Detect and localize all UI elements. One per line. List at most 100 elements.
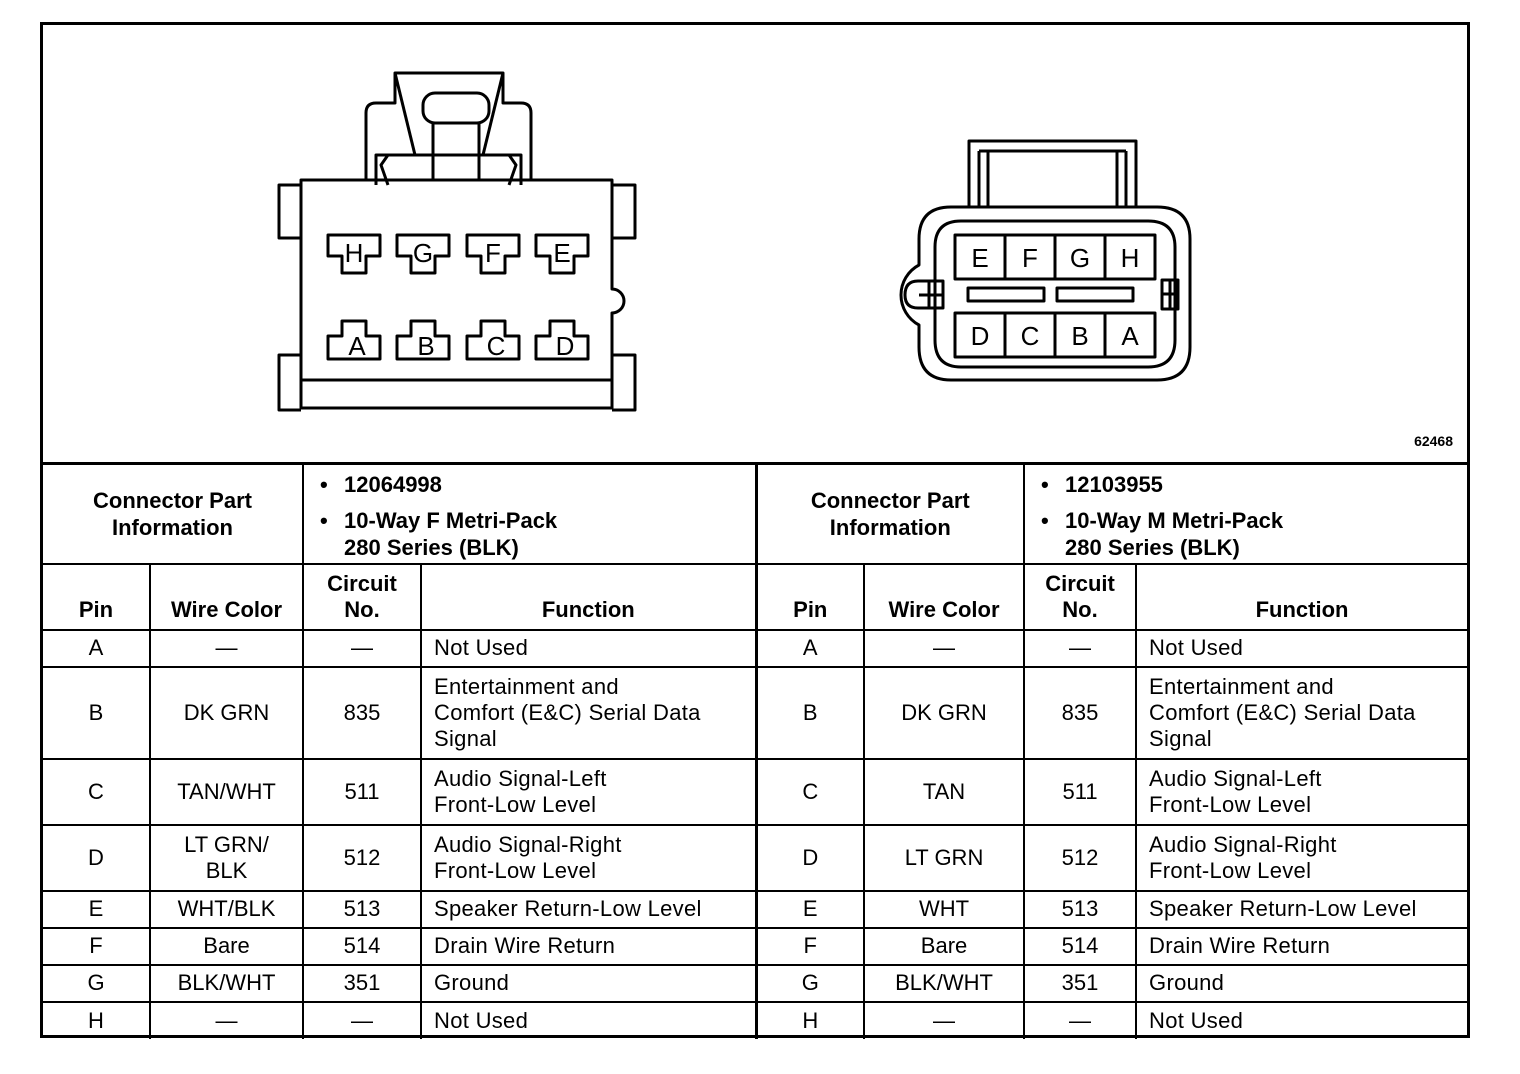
left-pin-cell: F	[43, 926, 151, 966]
left-circuit-cell: 835	[302, 665, 423, 760]
right-connector-left-key	[903, 279, 945, 310]
left-tab-top-left	[277, 183, 301, 240]
right-connector-outer-shell	[899, 205, 1192, 382]
left-function-cell: Speaker Return-Low Level	[420, 889, 758, 929]
left-header-circuit: Circuit No.	[302, 562, 423, 631]
right-wire-color-cell: TAN	[863, 757, 1026, 826]
right-function-cell: Drain Wire Return	[1135, 926, 1468, 966]
left-circuit-cell: —	[302, 1000, 423, 1039]
right-wire-color-cell: WHT	[863, 889, 1026, 929]
left-header-wire-color: Wire Color	[148, 562, 305, 631]
left-circuit-cell: —	[302, 628, 423, 668]
right-pin-cell: B	[755, 665, 866, 760]
right-pin-cell: E	[755, 889, 866, 929]
right-circuit-cell: 835	[1023, 665, 1138, 760]
left-pin-cell: B	[43, 665, 151, 760]
right-circuit-cell: 513	[1023, 889, 1138, 929]
left-pin-cavity	[395, 319, 451, 361]
right-connector-inner-shell	[933, 219, 1177, 369]
right-wire-color-cell: BLK/WHT	[863, 963, 1026, 1003]
left-tab-top-right	[612, 183, 637, 240]
right-function-cell: Speaker Return-Low Level	[1135, 889, 1468, 929]
left-pin-cavity	[326, 319, 382, 361]
right-part-info-label: Connector Part Information	[755, 462, 1026, 565]
left-circuit-cell: 513	[302, 889, 423, 929]
left-pin-label: F	[485, 238, 501, 268]
left-wire-color-cell: WHT/BLK	[148, 889, 305, 929]
left-pin-label: G	[413, 238, 433, 268]
left-pin-cavity	[395, 233, 451, 275]
left-pin-label: C	[487, 331, 506, 361]
figure-number: 62468	[1414, 433, 1453, 449]
left-wire-color-cell: Bare	[148, 926, 305, 966]
left-wire-color-cell: —	[148, 628, 305, 668]
left-pin-label: D	[556, 331, 575, 361]
right-pin-cell: F	[755, 926, 866, 966]
right-header-function: Function	[1135, 562, 1468, 631]
right-pin-cell	[1103, 311, 1157, 359]
left-pin-cell: D	[43, 823, 151, 892]
left-connector-latch	[364, 71, 533, 186]
right-wire-color-cell: —	[863, 1000, 1026, 1039]
left-pin-cavity	[534, 319, 590, 361]
right-wire-color-cell: LT GRN	[863, 823, 1026, 892]
right-connector-right-key	[1160, 278, 1180, 311]
left-tab-bottom-right	[612, 353, 637, 412]
right-slot-right	[1055, 286, 1135, 303]
left-pin-cell: E	[43, 889, 151, 929]
left-pin-label: B	[417, 331, 434, 361]
left-circuit-cell: 511	[302, 757, 423, 826]
right-circuit-cell: 511	[1023, 757, 1138, 826]
right-function-cell: Not Used	[1135, 1000, 1468, 1039]
left-pin-cell: A	[43, 628, 151, 668]
left-wire-color-cell: BLK/WHT	[148, 963, 305, 1003]
right-circuit-cell: —	[1023, 628, 1138, 668]
right-pin-cell: D	[755, 823, 866, 892]
left-function-cell: Drain Wire Return	[420, 926, 758, 966]
right-pin-cell	[1103, 233, 1157, 281]
left-pin-label: E	[553, 238, 570, 268]
left-wire-color-cell: —	[148, 1000, 305, 1039]
left-pin-cell: C	[43, 757, 151, 826]
right-wire-color-cell: —	[863, 628, 1026, 668]
right-pin-label: B	[1071, 321, 1088, 351]
left-pin-cavity	[326, 233, 382, 275]
right-pin-label: F	[1022, 243, 1038, 273]
pinout-table: Connector Part Information 12064998 10-W…	[43, 462, 1468, 1039]
left-wire-color-cell: DK GRN	[148, 665, 305, 760]
right-connector-latch	[967, 139, 1138, 207]
right-part-info: 12103955 10-Way M Metri-Pack 280 Series …	[1023, 462, 1468, 565]
right-circuit-cell: 351	[1023, 963, 1138, 1003]
right-pin-cell: C	[755, 757, 866, 826]
right-pin-cell: G	[755, 963, 866, 1003]
right-pin-label: E	[971, 243, 988, 273]
left-pin-cell: H	[43, 1000, 151, 1039]
right-pin-label: G	[1070, 243, 1090, 273]
right-header-wire-color: Wire Color	[863, 562, 1026, 631]
right-pin-label: C	[1021, 321, 1040, 351]
left-part-info: 12064998 10-Way F Metri-Pack 280 Series …	[302, 462, 758, 565]
left-circuit-cell: 512	[302, 823, 423, 892]
right-pin-cell: H	[755, 1000, 866, 1039]
right-pin-label: A	[1121, 321, 1139, 351]
right-part-description: 10-Way M Metri-Pack 280 Series (BLK)	[1041, 507, 1467, 561]
right-function-cell: Not Used	[1135, 628, 1468, 668]
left-pin-cavity	[465, 319, 521, 361]
